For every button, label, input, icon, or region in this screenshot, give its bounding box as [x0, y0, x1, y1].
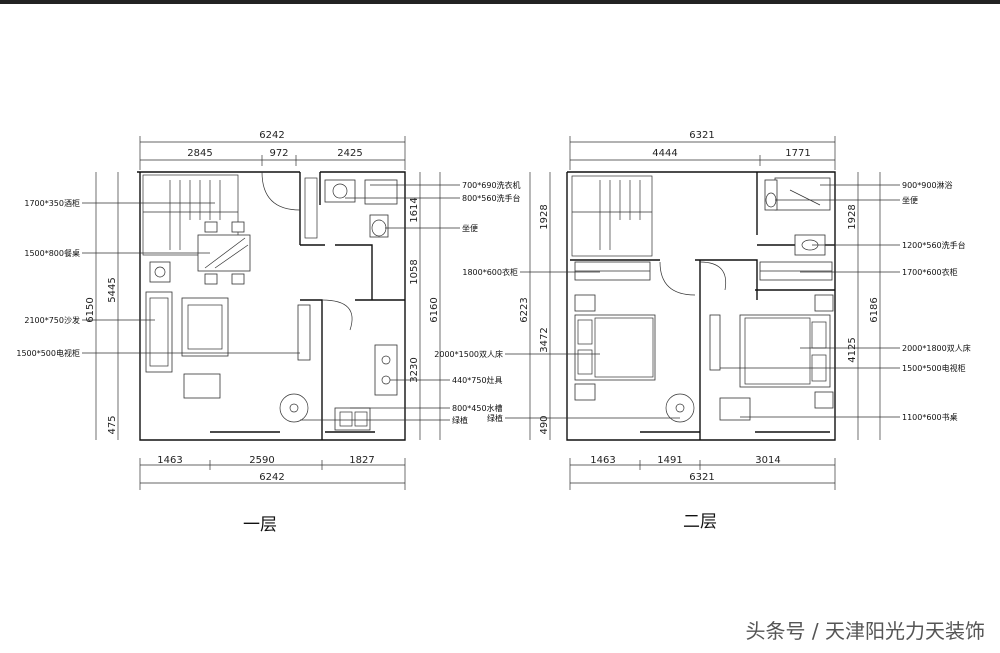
floor2-label-toilet: 坐便: [902, 195, 918, 205]
floor2-top-seg-2: 1771: [785, 148, 810, 159]
floor2-bottom-total: 6321: [689, 472, 714, 483]
floor2-title: 二层: [683, 512, 717, 532]
floor1-label-sofa: 2100*750沙发: [24, 315, 80, 325]
floor2-label-double-bed-1800: 2000*1800双人床: [902, 343, 971, 353]
floor2-bottom-seg-2: 1491: [657, 455, 682, 466]
floor1-bottom-seg-3: 1827: [349, 455, 374, 466]
floor1-label-wine-cabinet: 1700*350酒柜: [24, 198, 80, 208]
floor1-plan: 6242 2845 972 2425: [16, 130, 520, 535]
floor1-title: 一层: [243, 515, 277, 535]
floor2-label-wardrobe-right: 1700*600衣柜: [902, 267, 958, 277]
floor1-right-dim-1: 1614: [409, 197, 420, 222]
floor1-right-dim-2: 1058: [409, 259, 420, 284]
floor1-label-stove: 440*750灶具: [452, 375, 503, 385]
floor1-left-dim-1: 6150: [85, 297, 96, 322]
floor1-top-total: 6242: [259, 130, 284, 141]
floor2-label-washbasin: 1200*560洗手台: [902, 240, 966, 250]
floor2-left-dim-3: 3472: [539, 327, 550, 352]
floor2-left-dim-1: 1928: [539, 204, 550, 229]
floor2-left-dim-2: 6223: [519, 297, 530, 322]
floor1-right-dim-4: 6160: [429, 297, 440, 322]
floor1-label-tv-cabinet: 1500*500电视柜: [16, 348, 80, 358]
floor2-top-seg-1: 4444: [652, 148, 677, 159]
top-border: [0, 0, 1000, 4]
floor1-top-seg-3: 2425: [337, 148, 362, 159]
floor1-left-dim-2: 5445: [107, 277, 118, 302]
floor1-bottom-seg-1: 1463: [157, 455, 182, 466]
floor2-label-plant: 绿植: [487, 413, 503, 423]
floor1-label-toilet: 坐便: [462, 223, 478, 233]
floor1-bottom-total: 6242: [259, 472, 284, 483]
floor1-left-dim-3: 475: [107, 415, 118, 434]
floor2-right-dim-3: 4125: [847, 337, 858, 362]
floor2-label-desk: 1100*600书桌: [902, 412, 958, 422]
floor1-label-washbasin: 800*560洗手台: [462, 193, 521, 203]
floor1-top-seg-2: 972: [269, 148, 288, 159]
floor2-label-wardrobe-left: 1800*600衣柜: [462, 267, 518, 277]
floor2-top-total: 6321: [689, 130, 714, 141]
floor2-bottom-seg-3: 3014: [755, 455, 780, 466]
floor2-label-shower: 900*900淋浴: [902, 180, 953, 190]
floor2-right-dim-1: 1928: [847, 204, 858, 229]
floor1-label-dining-table: 1500*800餐桌: [24, 248, 80, 258]
floor1-right-dim-3: 3230: [409, 357, 420, 382]
floor1-bottom-seg-2: 2590: [249, 455, 274, 466]
floor1-label-sink: 800*450水槽: [452, 403, 503, 413]
floor2-right-dim-2: 6186: [869, 297, 880, 322]
floor2-bottom-seg-1: 1463: [590, 455, 615, 466]
floor1-label-plant: 绿植: [452, 415, 468, 425]
floor2-label-tv-cabinet: 1500*500电视柜: [902, 363, 966, 373]
floor2-plan: 6321 4444 1771: [434, 130, 970, 532]
watermark: 头条号 / 天津阳光力天装饰: [746, 619, 985, 643]
floor2-label-double-bed-1500: 2000*1500双人床: [434, 349, 503, 359]
floor2-left-dim-4: 490: [539, 415, 550, 434]
floor1-label-washer: 700*690洗衣机: [462, 180, 521, 190]
floor1-top-seg-1: 2845: [187, 148, 212, 159]
